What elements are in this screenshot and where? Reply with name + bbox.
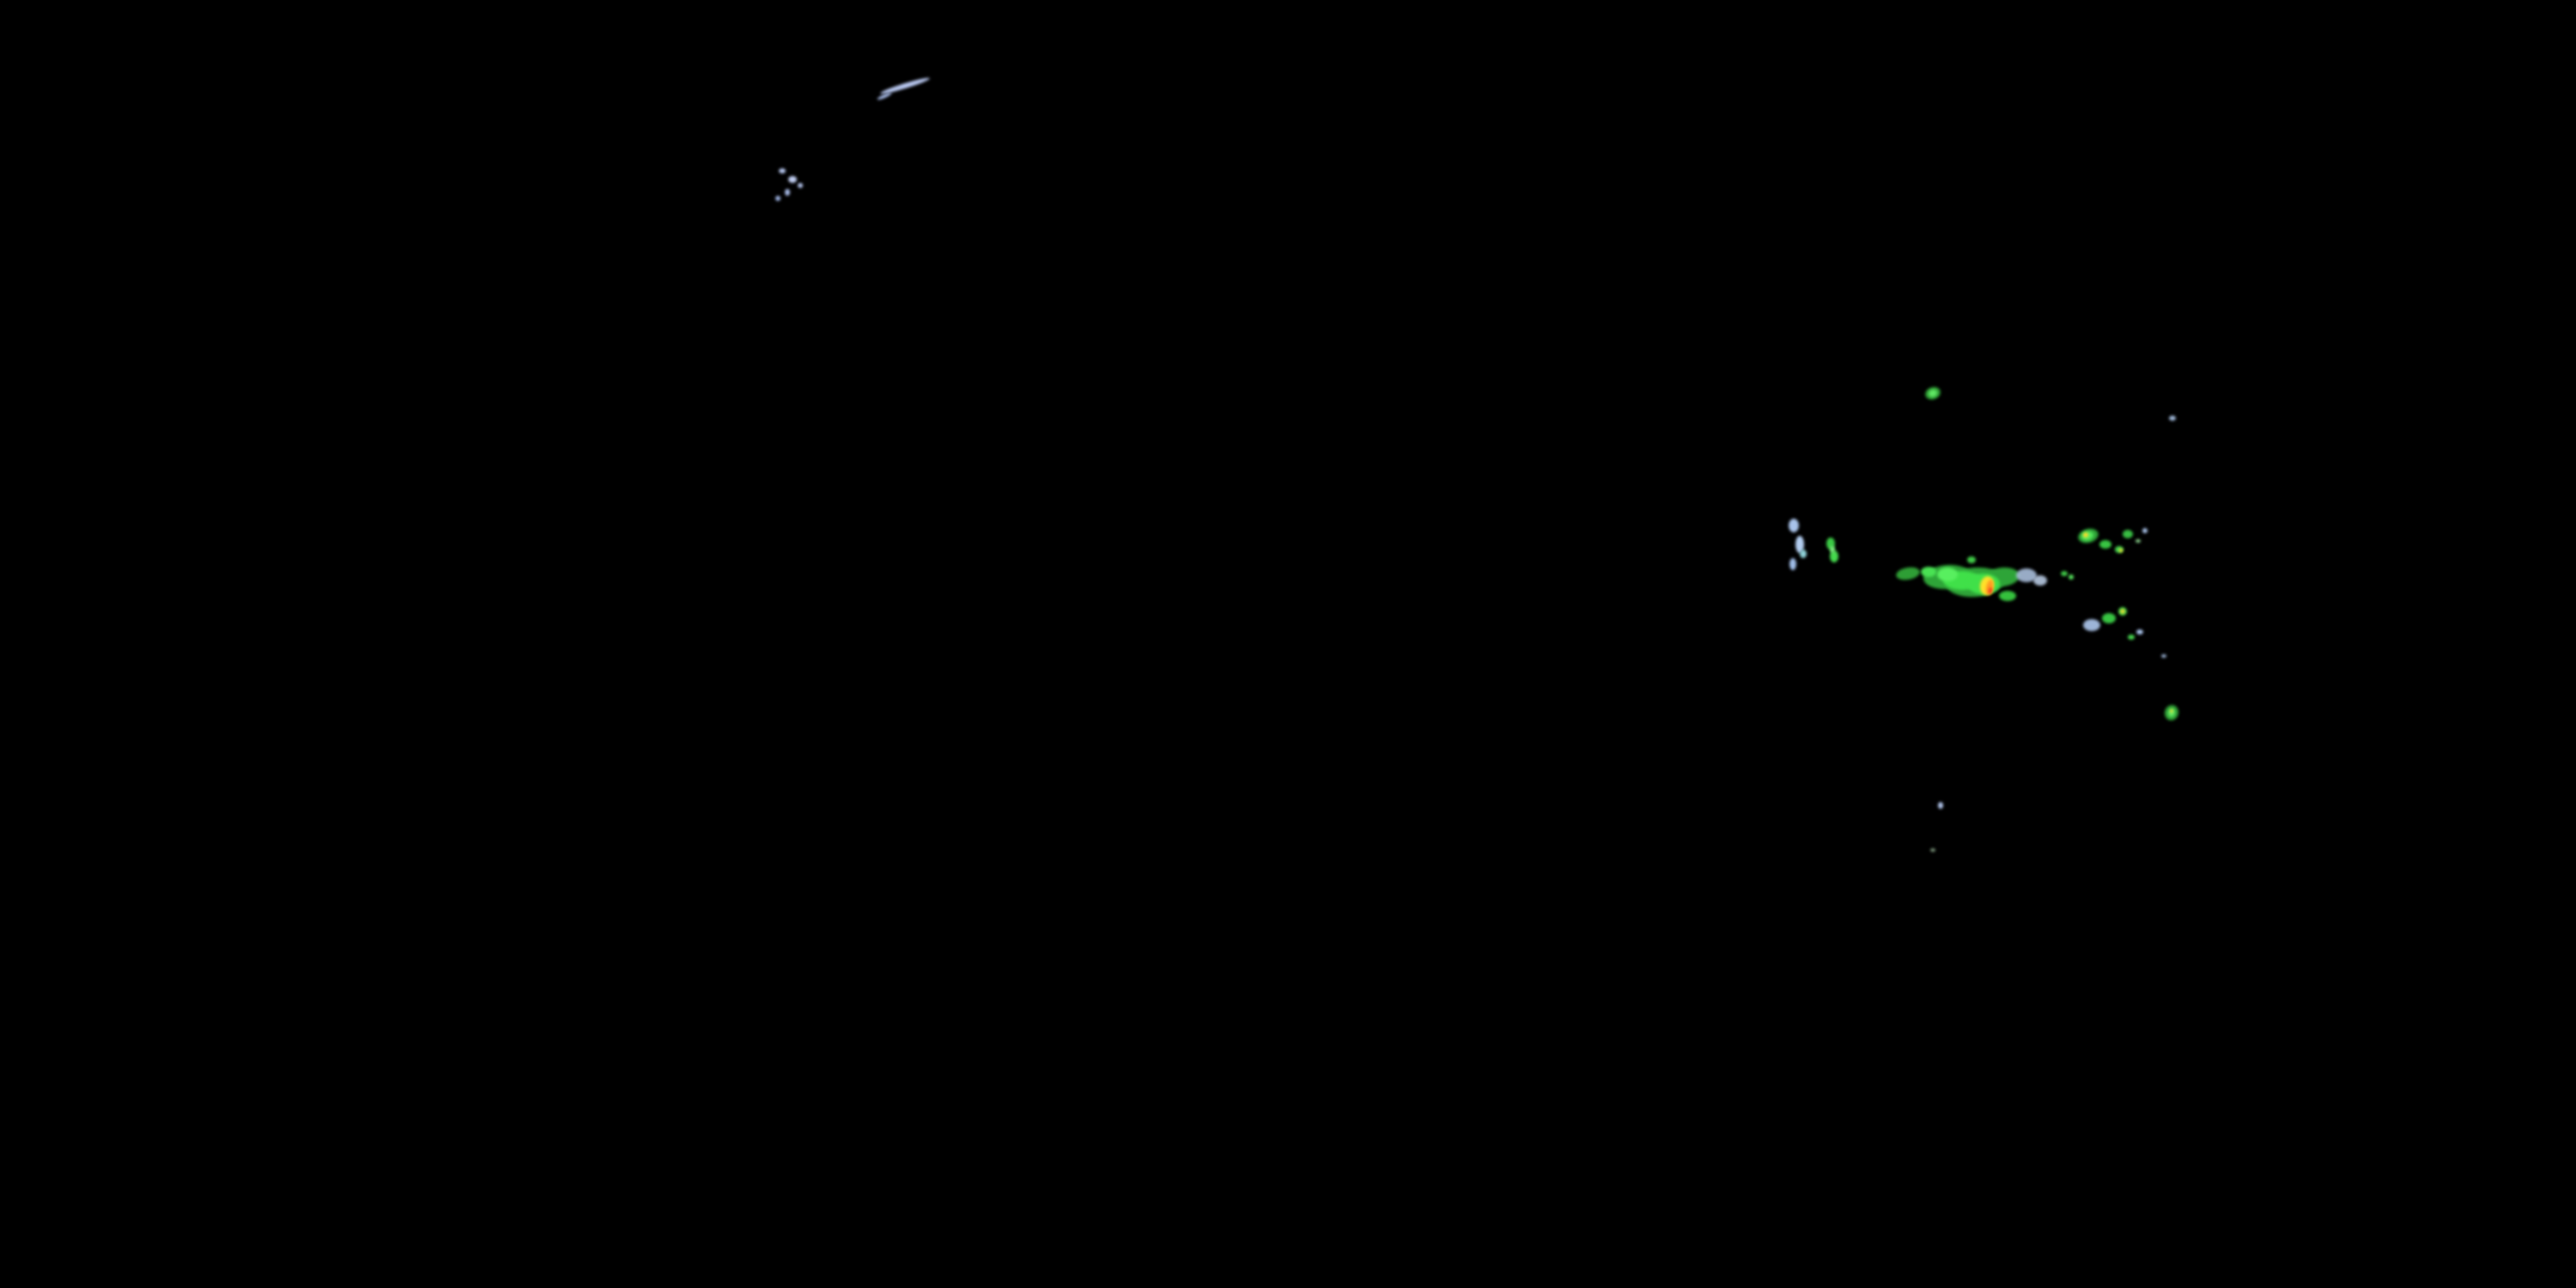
radar-cell [2136, 629, 2143, 635]
radar-cell [2119, 549, 2123, 552]
radar-cell [880, 77, 930, 94]
radar-cell [2061, 571, 2068, 576]
radar-cell [2161, 654, 2166, 658]
radar-cell [1830, 550, 1838, 562]
radar-cell [2083, 619, 2100, 631]
radar-cell [1929, 389, 1937, 398]
radar-cell [1999, 591, 2016, 601]
radar-cell [2142, 528, 2148, 533]
radar-cell [2033, 575, 2047, 586]
radar-cell [2136, 539, 2141, 543]
radar-cell [788, 176, 797, 183]
radar-cell [2169, 416, 2176, 421]
radar-cell [1930, 848, 1935, 852]
radar-cell [2102, 613, 2116, 623]
radar-cell [877, 92, 892, 100]
radar-cell [798, 183, 803, 188]
radar-cell [2120, 609, 2125, 614]
radar-cell [2123, 530, 2133, 538]
radar-cell [1921, 567, 1936, 577]
radar-cell [1800, 550, 1807, 558]
radar-cell [1937, 568, 1958, 581]
radar-cell [2083, 532, 2088, 538]
radar-cell [2170, 709, 2173, 713]
radar-cell [1795, 536, 1804, 553]
radar-cell [2069, 574, 2074, 580]
radar-cell [1896, 567, 1920, 580]
radar-cell [775, 196, 781, 201]
radar-cell [2016, 568, 2037, 582]
radar-cell [1967, 556, 1976, 563]
radar-cell [1789, 558, 1796, 570]
radar-cell [785, 189, 790, 196]
radar-cell [1988, 587, 1993, 594]
radar-cell [779, 168, 786, 173]
radar-cell [1830, 546, 1835, 553]
radar-cell [2128, 635, 2135, 640]
radar-cell [2099, 540, 2111, 549]
radar-cell [1938, 802, 1943, 809]
radar-cell [1789, 519, 1799, 532]
